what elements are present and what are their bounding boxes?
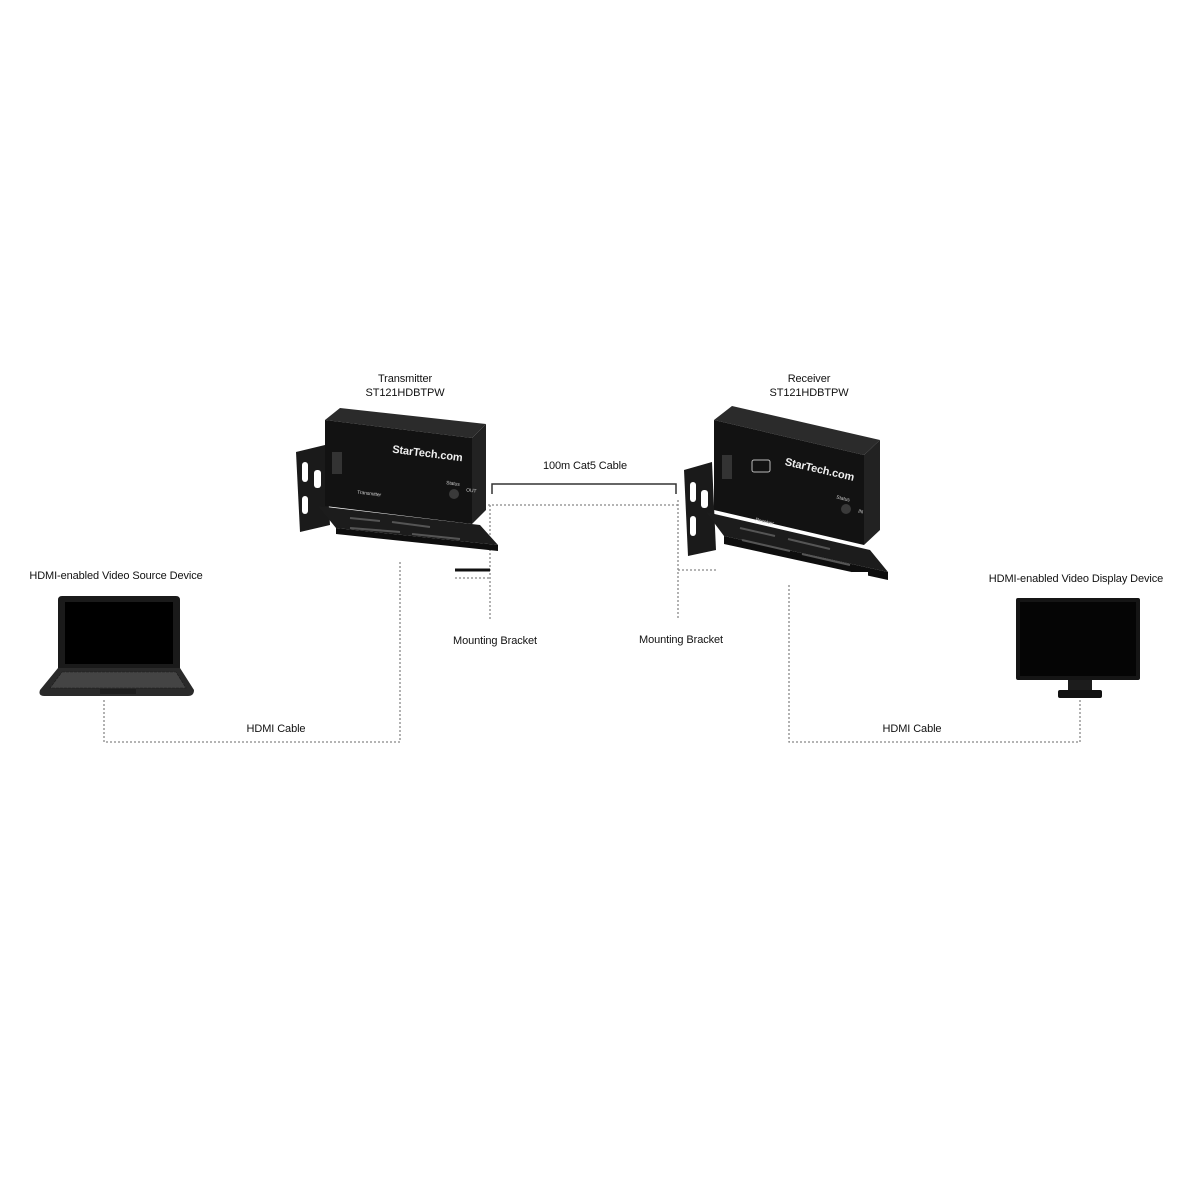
display-device-label: HDMI-enabled Video Display Device: [988, 573, 1164, 585]
receiver-title: Receiver: [787, 373, 831, 385]
cat5-cable-line: [491, 483, 677, 494]
cat5-cable-label: 100m Cat5 Cable: [542, 460, 628, 472]
hdmi-cable-right-label: HDMI Cable: [882, 723, 942, 735]
monitor-icon: [1016, 598, 1140, 698]
transmitter-device-graphic: [296, 408, 498, 572]
transmitter-face-label: Transmitter: [356, 489, 382, 499]
mounting-bracket-right-label: Mounting Bracket: [639, 634, 723, 646]
transmitter-status-label: Status: [445, 480, 460, 488]
laptop-icon: [39, 596, 194, 696]
hdmi-cable-right-line: [788, 585, 1081, 743]
receiver-device-graphic: [684, 406, 888, 582]
connector-lines: [103, 500, 1081, 743]
hdmi-cable-left-label: HDMI Cable: [246, 723, 306, 735]
source-device-label: HDMI-enabled Video Source Device: [29, 570, 203, 582]
receiver-model: ST121HDBTPW: [769, 387, 849, 399]
mounting-bracket-left-label: Mounting Bracket: [453, 635, 537, 647]
transmitter-title: Transmitter: [377, 373, 433, 385]
transmitter-out-label: OUT: [465, 487, 477, 495]
hdmi-cable-left-line: [103, 560, 401, 743]
receiver-status-label: Status: [835, 494, 851, 504]
transmitter-model: ST121HDBTPW: [365, 387, 445, 399]
